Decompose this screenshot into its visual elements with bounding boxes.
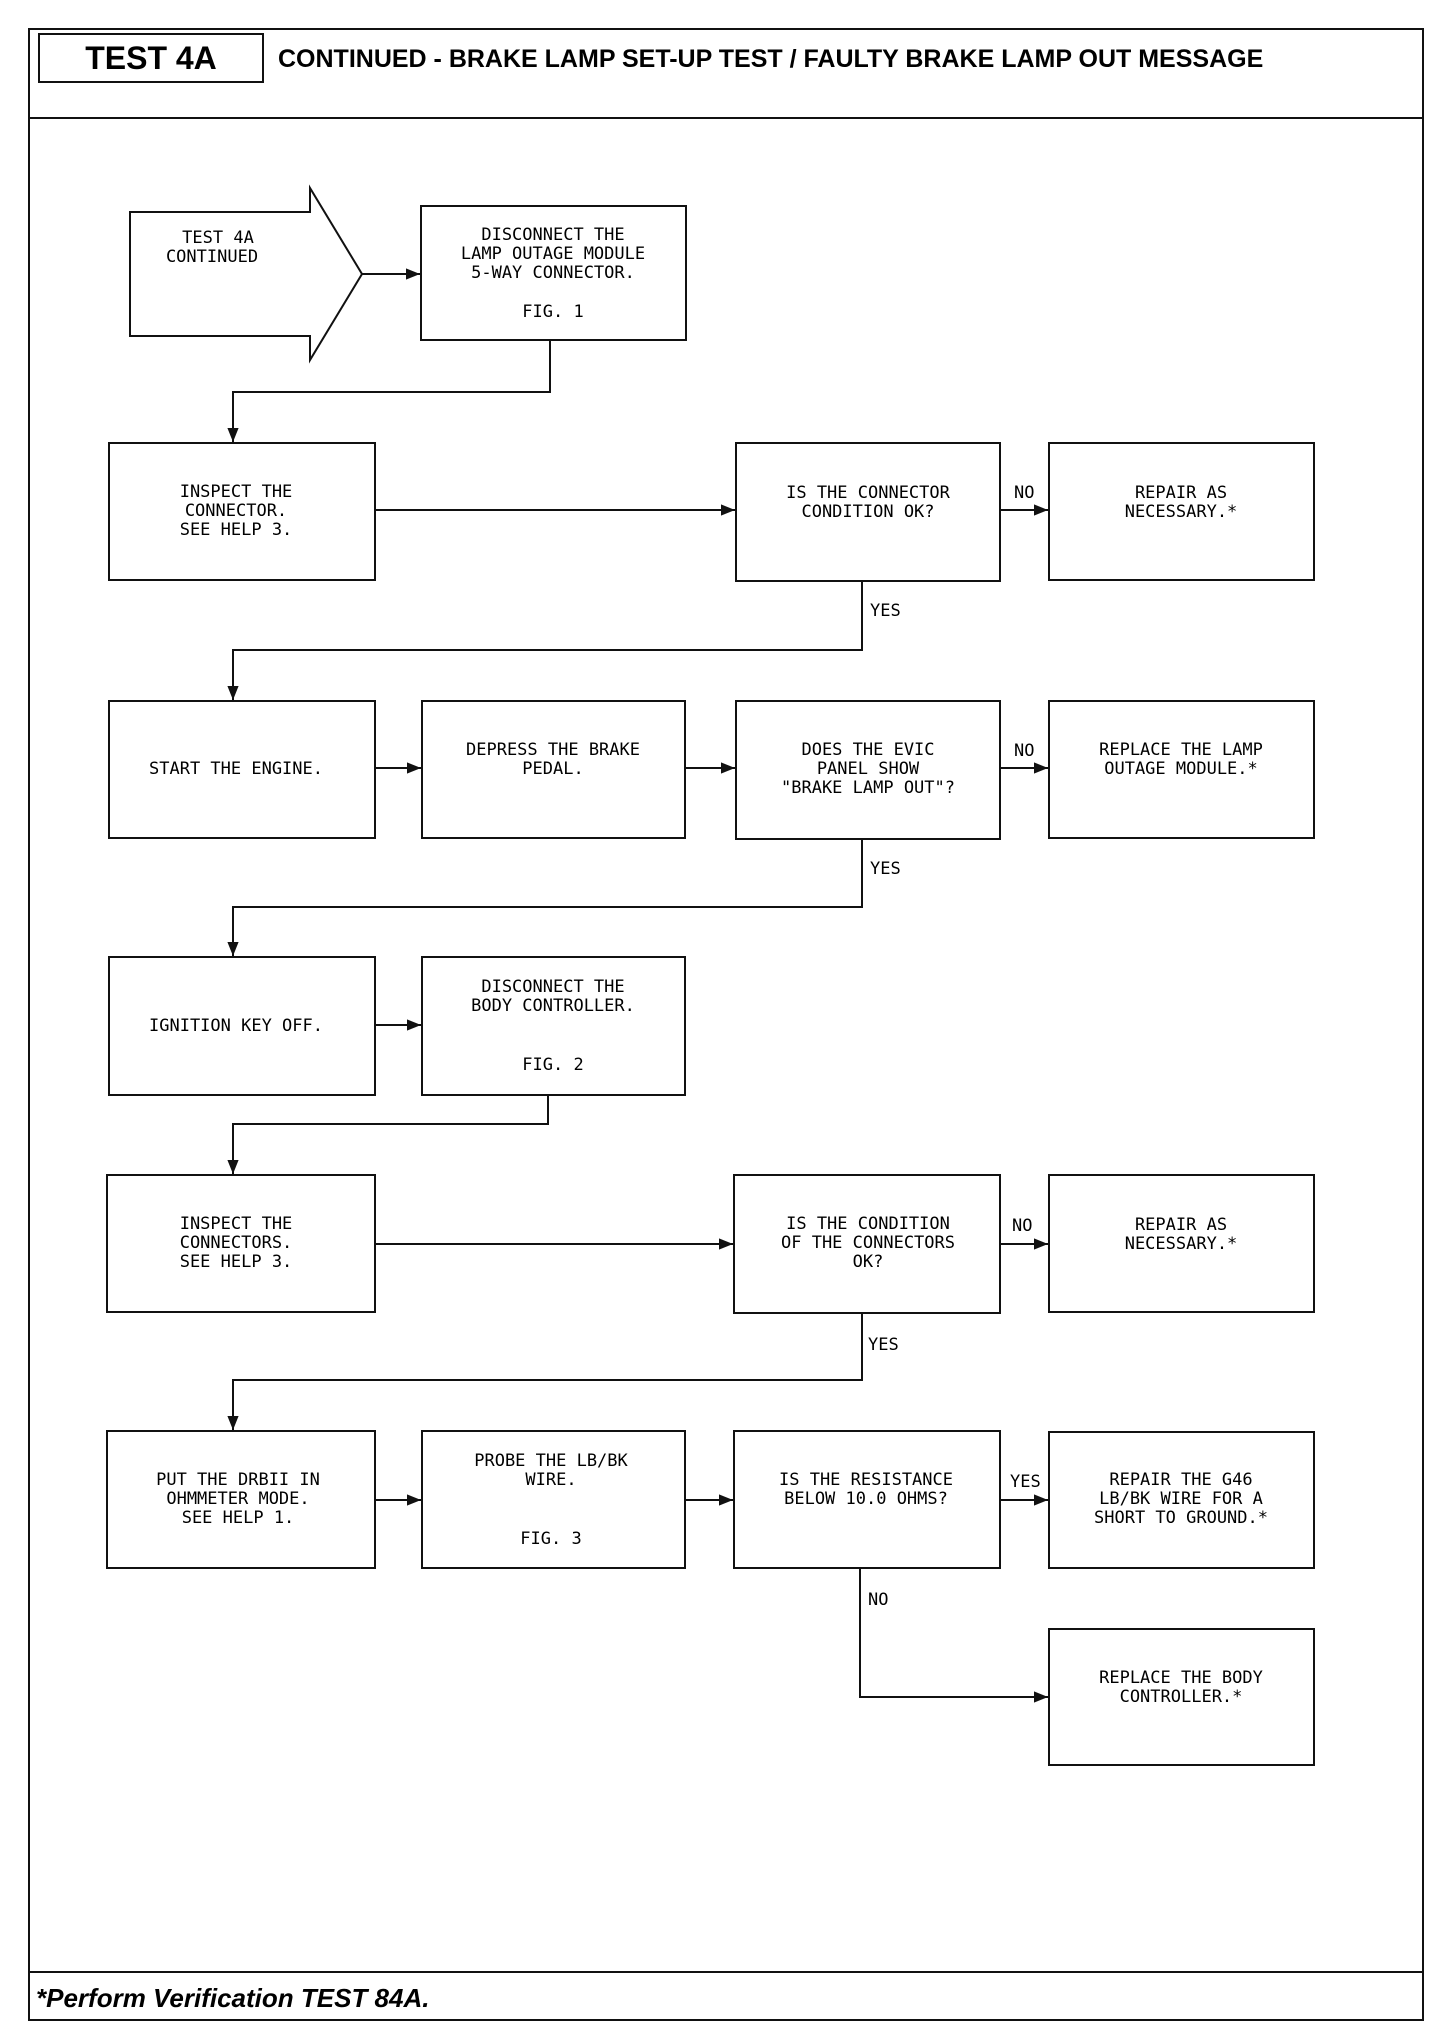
arrow-no-to-replace-body <box>859 1568 1048 1703</box>
svg-text:DISCONNECT THE: DISCONNECT THE <box>481 225 624 245</box>
arrow-yes-to-ohmmeter <box>227 1313 863 1430</box>
start-arrow-line: CONTINUED <box>166 247 258 267</box>
svg-text:START THE ENGINE.: START THE ENGINE. <box>149 759 323 779</box>
start-arrow: TEST 4A CONTINUED <box>129 184 364 364</box>
svg-text:PEDAL.: PEDAL. <box>522 759 583 779</box>
svg-text:REPAIR THE G46: REPAIR THE G46 <box>1109 1470 1252 1490</box>
svg-text:NECESSARY.*: NECESSARY.* <box>1125 502 1238 522</box>
decision-resistance: IS THE RESISTANCE BELOW 10.0 OHMS? <box>733 1430 1001 1569</box>
svg-text:"BRAKE LAMP OUT"?: "BRAKE LAMP OUT"? <box>781 778 955 798</box>
box-inspect-connectors: INSPECT THE CONNECTORS. SEE HELP 3. <box>106 1174 376 1313</box>
box-disconnect-lamp-module: DISCONNECT THE LAMP OUTAGE MODULE 5-WAY … <box>420 205 687 341</box>
svg-text:BELOW 10.0 OHMS?: BELOW 10.0 OHMS? <box>784 1489 948 1509</box>
svg-text:CONNECTOR.: CONNECTOR. <box>185 501 287 521</box>
box-repair-2: REPAIR AS NECESSARY.* <box>1048 1174 1315 1313</box>
svg-text:DISCONNECT THE: DISCONNECT THE <box>481 977 624 997</box>
branch-label-no: NO <box>868 1590 888 1610</box>
box-depress-pedal: DEPRESS THE BRAKE PEDAL. <box>421 700 686 839</box>
svg-text:INSPECT THE: INSPECT THE <box>180 482 293 502</box>
arrow-yes-to-start-engine <box>227 581 863 700</box>
svg-text:FIG. 1: FIG. 1 <box>522 302 583 322</box>
svg-text:DEPRESS THE BRAKE: DEPRESS THE BRAKE <box>466 740 640 760</box>
branch-label-no: NO <box>1012 1216 1032 1236</box>
svg-text:DOES THE EVIC: DOES THE EVIC <box>801 740 934 760</box>
svg-text:FIG. 2: FIG. 2 <box>522 1055 583 1075</box>
svg-text:5-WAY CONNECTOR.: 5-WAY CONNECTOR. <box>471 263 635 283</box>
box-repair-g46: REPAIR THE G46 LB/BK WIRE FOR A SHORT TO… <box>1048 1431 1315 1569</box>
svg-text:PUT THE DRBII IN: PUT THE DRBII IN <box>156 1470 320 1490</box>
svg-text:CONNECTORS.: CONNECTORS. <box>180 1233 293 1253</box>
svg-text:REPLACE THE LAMP: REPLACE THE LAMP <box>1099 740 1263 760</box>
test-number-label: TEST 4A <box>38 33 264 83</box>
arrow-disconnect-to-inspect <box>227 340 551 442</box>
box-start-engine: START THE ENGINE. <box>108 700 376 839</box>
branch-label-yes: YES <box>1010 1472 1041 1492</box>
svg-text:OUTAGE MODULE.*: OUTAGE MODULE.* <box>1104 759 1258 779</box>
svg-text:OK?: OK? <box>853 1252 884 1272</box>
box-inspect-connector: INSPECT THE CONNECTOR. SEE HELP 3. <box>108 442 376 581</box>
page-frame <box>28 28 1424 2021</box>
svg-text:REPLACE THE BODY: REPLACE THE BODY <box>1099 1668 1263 1688</box>
branch-label-yes: YES <box>870 601 901 621</box>
svg-text:SEE HELP 3.: SEE HELP 3. <box>180 520 293 540</box>
svg-text:IS THE RESISTANCE: IS THE RESISTANCE <box>779 1470 953 1490</box>
svg-text:IGNITION KEY OFF.: IGNITION KEY OFF. <box>149 1016 323 1036</box>
svg-text:OHMMETER MODE.: OHMMETER MODE. <box>166 1489 309 1509</box>
footer-note: *Perform Verification TEST 84A. <box>36 1982 430 2013</box>
svg-text:PROBE THE LB/BK: PROBE THE LB/BK <box>474 1451 628 1471</box>
svg-text:LAMP OUTAGE MODULE: LAMP OUTAGE MODULE <box>461 244 645 264</box>
box-repair-1: REPAIR AS NECESSARY.* <box>1048 442 1315 581</box>
svg-text:REPAIR AS: REPAIR AS <box>1135 1215 1227 1235</box>
start-arrow-line: TEST 4A <box>182 228 254 248</box>
svg-text:SEE HELP 3.: SEE HELP 3. <box>180 1252 293 1272</box>
branch-label-yes: YES <box>868 1335 899 1355</box>
branch-label-no: NO <box>1014 741 1034 761</box>
svg-text:SHORT TO GROUND.*: SHORT TO GROUND.* <box>1094 1508 1268 1528</box>
svg-text:WIRE.: WIRE. <box>525 1470 576 1490</box>
svg-text:NECESSARY.*: NECESSARY.* <box>1125 1234 1238 1254</box>
decision-connector-ok: IS THE CONNECTOR CONDITION OK? <box>735 442 1001 582</box>
svg-text:FIG. 3: FIG. 3 <box>520 1529 581 1549</box>
arrow-body-to-inspect <box>227 1095 549 1174</box>
branch-label-no: NO <box>1014 483 1034 503</box>
svg-text:CONDITION OK?: CONDITION OK? <box>801 502 934 522</box>
decision-evic-panel: DOES THE EVIC PANEL SHOW "BRAKE LAMP OUT… <box>735 700 1001 840</box>
svg-text:SEE HELP 1.: SEE HELP 1. <box>182 1508 295 1528</box>
box-replace-lamp-module: REPLACE THE LAMP OUTAGE MODULE.* <box>1048 700 1315 839</box>
decision-connectors-condition: IS THE CONDITION OF THE CONNECTORS OK? <box>733 1174 1001 1314</box>
svg-text:LB/BK WIRE FOR A: LB/BK WIRE FOR A <box>1099 1489 1263 1509</box>
svg-text:IS THE CONDITION: IS THE CONDITION <box>786 1214 950 1234</box>
arrow-yes-to-ignition <box>227 839 863 956</box>
svg-text:PANEL SHOW: PANEL SHOW <box>817 759 920 779</box>
box-ignition-off: IGNITION KEY OFF. <box>108 956 376 1096</box>
svg-text:INSPECT THE: INSPECT THE <box>180 1214 293 1234</box>
page-title: CONTINUED - BRAKE LAMP SET-UP TEST / FAU… <box>278 44 1264 73</box>
box-disconnect-body-controller: DISCONNECT THE BODY CONTROLLER. FIG. 2 <box>421 956 686 1096</box>
flow-connectors <box>227 268 1048 1703</box>
box-ohmmeter-mode: PUT THE DRBII IN OHMMETER MODE. SEE HELP… <box>106 1430 376 1569</box>
branch-label-yes: YES <box>870 859 901 879</box>
box-replace-body-controller: REPLACE THE BODY CONTROLLER.* <box>1048 1628 1315 1766</box>
svg-text:CONTROLLER.*: CONTROLLER.* <box>1120 1687 1243 1707</box>
svg-text:IS THE CONNECTOR: IS THE CONNECTOR <box>786 483 951 503</box>
box-probe-wire: PROBE THE LB/BK WIRE. FIG. 3 <box>421 1430 686 1569</box>
svg-text:OF THE CONNECTORS: OF THE CONNECTORS <box>781 1233 955 1253</box>
svg-text:BODY CONTROLLER.: BODY CONTROLLER. <box>471 996 635 1016</box>
svg-text:REPAIR AS: REPAIR AS <box>1135 483 1227 503</box>
